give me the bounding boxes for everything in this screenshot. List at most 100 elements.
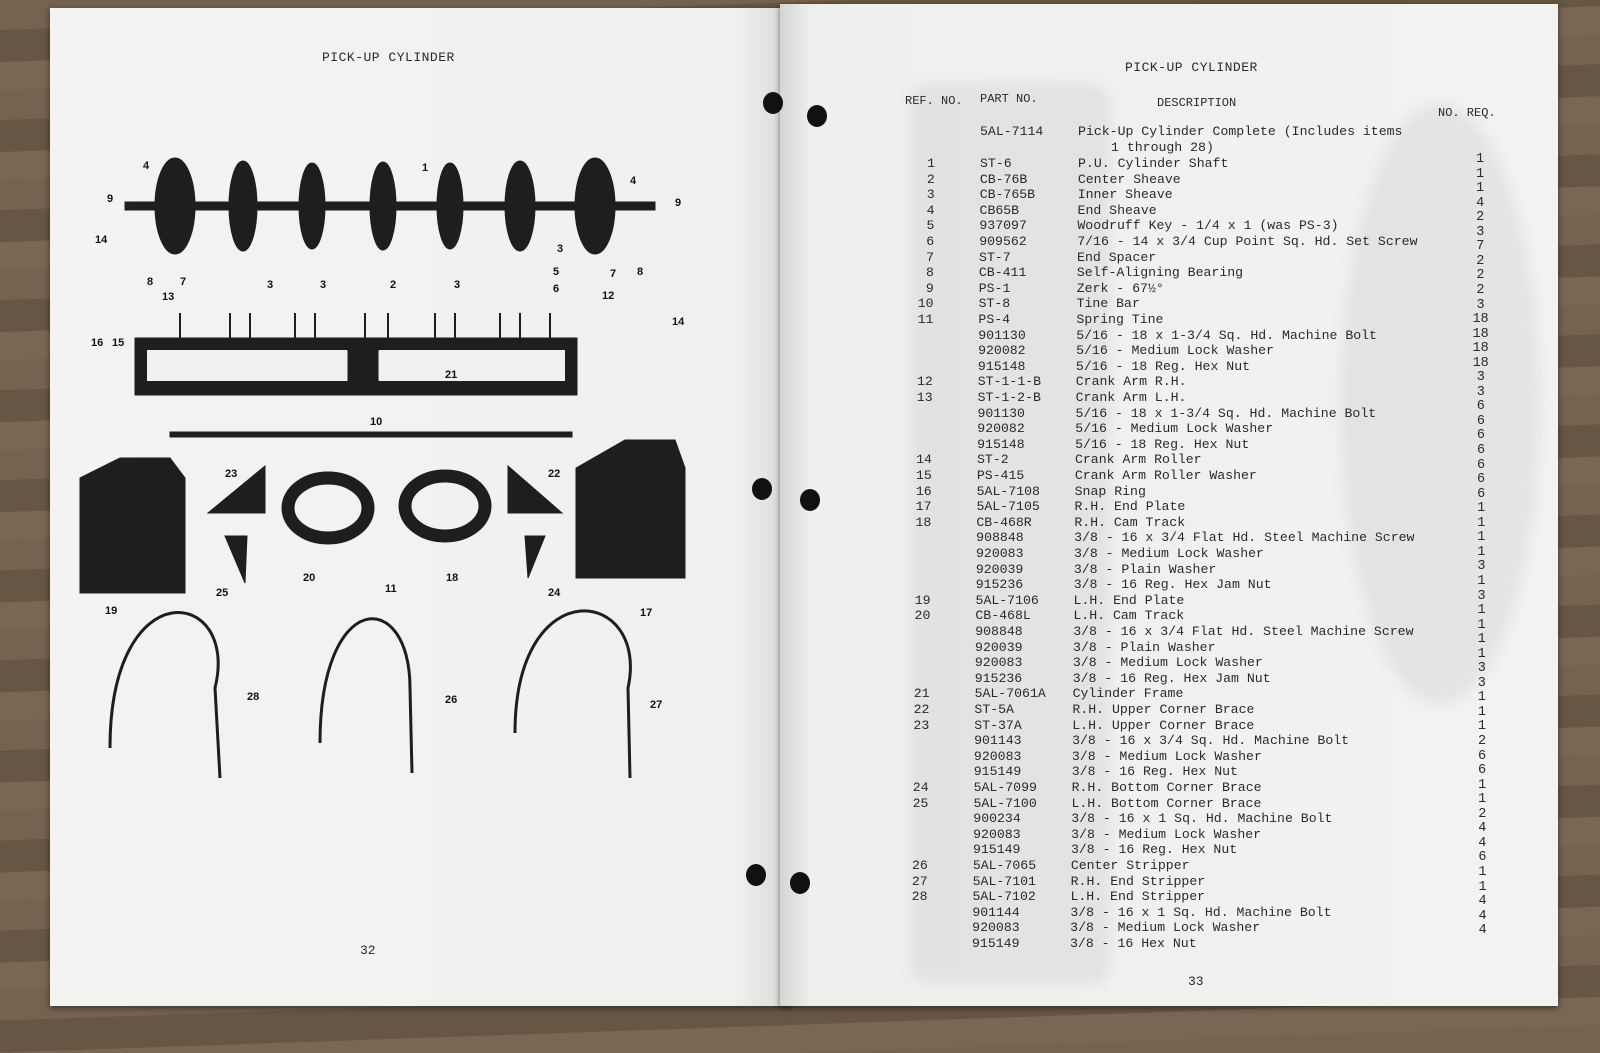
binding-hole bbox=[746, 864, 766, 886]
description: Self-Aligning Bearing bbox=[1076, 265, 1244, 281]
description: Center Stripper bbox=[1070, 858, 1190, 873]
no-req-value: 4 bbox=[1478, 894, 1487, 910]
part-no: 920082 bbox=[977, 421, 1025, 437]
description-cont: 1 through 28) bbox=[1111, 140, 1214, 155]
callout-label: 5 bbox=[553, 266, 560, 278]
part-no: ST-37A bbox=[974, 717, 1022, 733]
no-req-value: 1 bbox=[1477, 573, 1486, 589]
no-req-value: 3 bbox=[1477, 675, 1486, 691]
description: 3/8 - 16 x 3/4 Sq. Hd. Machine Bolt bbox=[1072, 733, 1350, 749]
no-req-value: 3 bbox=[1476, 224, 1485, 240]
part-no: 5AL-7101 bbox=[972, 873, 1036, 889]
ref-no: 15 bbox=[915, 468, 932, 483]
right-page-parts-list: PICK-UP CYLINDER REF. NO. PART NO. DESCR… bbox=[780, 4, 1558, 1006]
description: 3/8 - Medium Lock Washer bbox=[1071, 748, 1262, 764]
part-no: 5AL-7108 bbox=[976, 483, 1040, 499]
no-req-value: 1 bbox=[1478, 777, 1487, 793]
part-no: 915149 bbox=[972, 936, 1020, 951]
part-no: CB-411 bbox=[978, 265, 1027, 281]
left-page-diagram: PICK-UP CYLINDER bbox=[50, 8, 792, 1006]
callout-label: 21 bbox=[445, 369, 458, 381]
no-req-value: 1 bbox=[1477, 632, 1486, 648]
part-no: 915149 bbox=[973, 764, 1022, 780]
no-req-value: 2 bbox=[1476, 282, 1485, 298]
part-no: ST-1-1-B bbox=[977, 374, 1042, 390]
tine-bar bbox=[169, 431, 573, 438]
no-req-value: 6 bbox=[1476, 428, 1485, 444]
part-no: 901143 bbox=[974, 733, 1022, 749]
ref-no: 4 bbox=[926, 202, 935, 218]
no-req-value: 6 bbox=[1476, 443, 1486, 458]
part-no: ST-2 bbox=[976, 452, 1009, 468]
callout-label: 6 bbox=[553, 283, 560, 295]
ref-no: 7 bbox=[926, 249, 935, 265]
no-req-value: 3 bbox=[1477, 588, 1486, 604]
rh-cam-track bbox=[398, 469, 492, 543]
ref-no: 6 bbox=[926, 234, 935, 249]
no-req-value: 6 bbox=[1477, 472, 1486, 488]
part-no: 920083 bbox=[973, 748, 1022, 764]
ref-no: 28 bbox=[911, 889, 928, 905]
description: 3/8 - 16 Reg. Hex Jam Nut bbox=[1073, 577, 1272, 593]
no-req-value: 4 bbox=[1478, 923, 1487, 939]
description: R.H. Cam Track bbox=[1074, 514, 1186, 530]
page-title: PICK-UP CYLINDER bbox=[322, 50, 455, 65]
callout-label: 3 bbox=[454, 279, 461, 291]
no-req-value: 1 bbox=[1478, 864, 1487, 880]
part-no: ST-5A bbox=[974, 702, 1014, 717]
part-no: CB-468L bbox=[975, 608, 1031, 624]
no-req-value: 6 bbox=[1478, 850, 1487, 866]
description: L.H. Bottom Corner Brace bbox=[1071, 795, 1262, 811]
description: Pick-Up Cylinder Complete (Includes item… bbox=[1078, 124, 1403, 139]
header-part-no: PART NO. bbox=[980, 92, 1038, 106]
ref-no: 10 bbox=[917, 296, 934, 312]
no-req-value: 1 bbox=[1477, 530, 1486, 546]
callout-label: 16 bbox=[91, 337, 104, 349]
part-no: 5AL-7100 bbox=[973, 795, 1037, 811]
description: End Sheave bbox=[1077, 202, 1157, 218]
no-req-value: 1 bbox=[1477, 617, 1486, 633]
part-no: PS-415 bbox=[976, 468, 1025, 483]
no-req-value: 1 bbox=[1477, 719, 1486, 735]
no-req-value: 2 bbox=[1478, 806, 1487, 822]
ref-no: 26 bbox=[911, 858, 928, 873]
ref-no: 20 bbox=[914, 608, 931, 624]
callout-label: 7 bbox=[610, 268, 617, 280]
part-no: 901130 bbox=[977, 405, 1025, 421]
binding-hole bbox=[807, 105, 827, 127]
description: Snap Ring bbox=[1074, 483, 1146, 499]
description: L.H. End Stripper bbox=[1070, 889, 1206, 905]
description: 3/8 - Plain Washer bbox=[1073, 561, 1217, 577]
ref-no: 11 bbox=[917, 312, 934, 327]
no-req-value: 1 bbox=[1477, 544, 1486, 560]
no-req-value: 1 bbox=[1475, 152, 1485, 167]
no-req-value: 6 bbox=[1476, 413, 1485, 429]
no-req-value: 18 bbox=[1472, 326, 1489, 342]
ref-no: 21 bbox=[913, 686, 930, 702]
part-no: ST-7 bbox=[979, 249, 1011, 265]
callout-label: 27 bbox=[650, 699, 663, 711]
no-req-value: 2 bbox=[1476, 210, 1485, 226]
description: 3/8 - 16 x 1 Sq. Hd. Machine Bolt bbox=[1071, 811, 1333, 827]
binding-hole bbox=[763, 92, 783, 114]
strippers bbox=[108, 609, 632, 779]
description: 5/16 - Medium Lock Washer bbox=[1076, 343, 1274, 359]
part-no: 920039 bbox=[975, 561, 1024, 577]
no-req-value: 1 bbox=[1478, 792, 1487, 808]
callout-label: 17 bbox=[640, 607, 653, 619]
part-no: ST-6 bbox=[980, 156, 1012, 171]
description: Tine Bar bbox=[1076, 296, 1140, 312]
part-no: 5AL-7099 bbox=[973, 780, 1037, 795]
part-no: 920083 bbox=[974, 655, 1023, 671]
description: L.H. Cam Track bbox=[1073, 608, 1185, 624]
description: End Spacer bbox=[1077, 249, 1157, 265]
no-req-value: 18 bbox=[1472, 341, 1489, 357]
lh-bottom-brace bbox=[224, 535, 248, 584]
ref-no: 9 bbox=[925, 280, 934, 296]
ref-no: 18 bbox=[915, 514, 932, 530]
callout-label: 11 bbox=[385, 583, 397, 595]
part-no: CB65B bbox=[979, 202, 1020, 218]
description: 5/16 - Medium Lock Washer bbox=[1075, 421, 1274, 437]
description: L.H. Upper Corner Brace bbox=[1072, 717, 1255, 733]
part-no: 937097 bbox=[979, 218, 1027, 234]
